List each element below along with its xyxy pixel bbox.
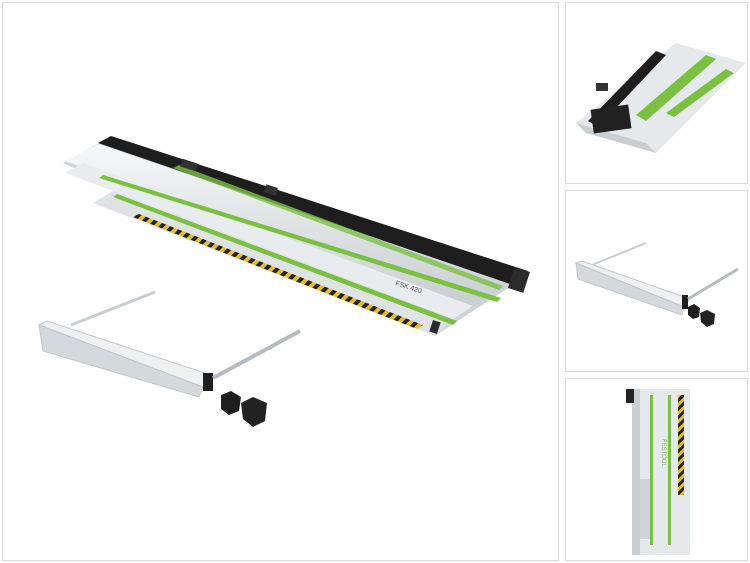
main-product-image: FSK 420 (2, 2, 559, 561)
clamp-knobs (221, 391, 267, 427)
guide-rail-set-illustration: FSK 420 (37, 136, 531, 427)
thumbnail-3[interactable]: FESTOOL (565, 378, 748, 561)
angle-stop-illustration (574, 242, 739, 327)
rail-brand-label: FESTOOL (660, 439, 666, 468)
angle-stop (37, 290, 301, 398)
thumbnail-1[interactable] (565, 2, 748, 184)
guide-rail: FSK 420 (63, 136, 531, 336)
rail-top-view-illustration: FESTOOL (626, 389, 690, 555)
thumbnail-2[interactable] (565, 190, 748, 372)
rail-end-closeup-illustration (576, 43, 746, 153)
